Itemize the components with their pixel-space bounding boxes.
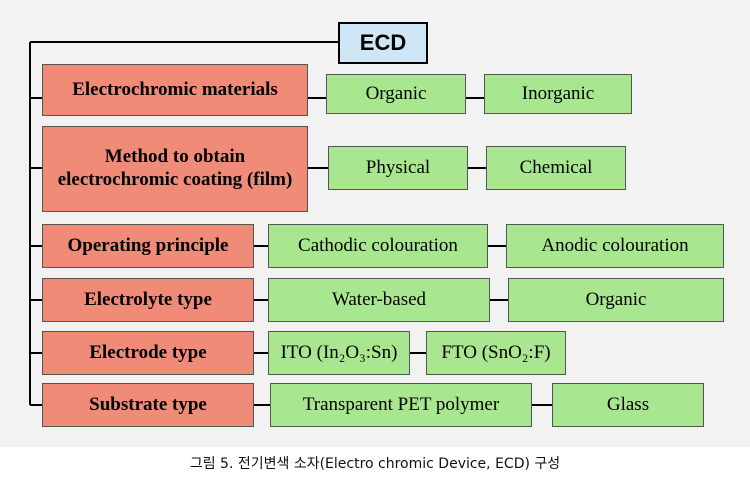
option-organic-material: Organic — [326, 74, 466, 114]
option-glass: Glass — [552, 383, 704, 427]
category-coating-method-line2: electrochromic coating (film) — [57, 169, 293, 190]
diagram-area: ECD Electrochromic materials Organic Ino… — [0, 0, 750, 447]
figure-caption: 그림 5. 전기변색 소자(Electro chromic Device, EC… — [189, 456, 561, 472]
option-transparent-pet: Transparent PET polymer — [270, 383, 532, 427]
category-substrate-type: Substrate type — [42, 383, 254, 427]
option-organic-electrolyte: Organic — [508, 278, 724, 322]
option-cathodic-colouration: Cathodic colouration — [268, 224, 488, 268]
trunk-line — [29, 41, 338, 405]
category-electrode-type: Electrode type — [42, 331, 254, 375]
option-anodic-colouration: Anodic colouration — [506, 224, 724, 268]
connector-lines — [29, 41, 552, 406]
category-coating-method: Method to obtain electrochromic coating … — [42, 126, 308, 212]
option-inorganic-material: Inorganic — [484, 74, 632, 114]
category-electrochromic-materials: Electrochromic materials — [42, 64, 308, 116]
option-fto: FTO (SnO₂:F) — [426, 331, 566, 375]
option-physical-method: Physical — [328, 146, 468, 190]
root-node-ecd: ECD — [338, 22, 428, 64]
category-coating-method-line1: Method to obtain — [104, 146, 246, 168]
option-chemical-method: Chemical — [486, 146, 626, 190]
category-electrolyte-type: Electrolyte type — [42, 278, 254, 322]
option-water-based: Water-based — [268, 278, 490, 322]
option-ito: ITO (In₂O₃:Sn) — [268, 331, 410, 375]
category-operating-principle: Operating principle — [42, 224, 254, 268]
